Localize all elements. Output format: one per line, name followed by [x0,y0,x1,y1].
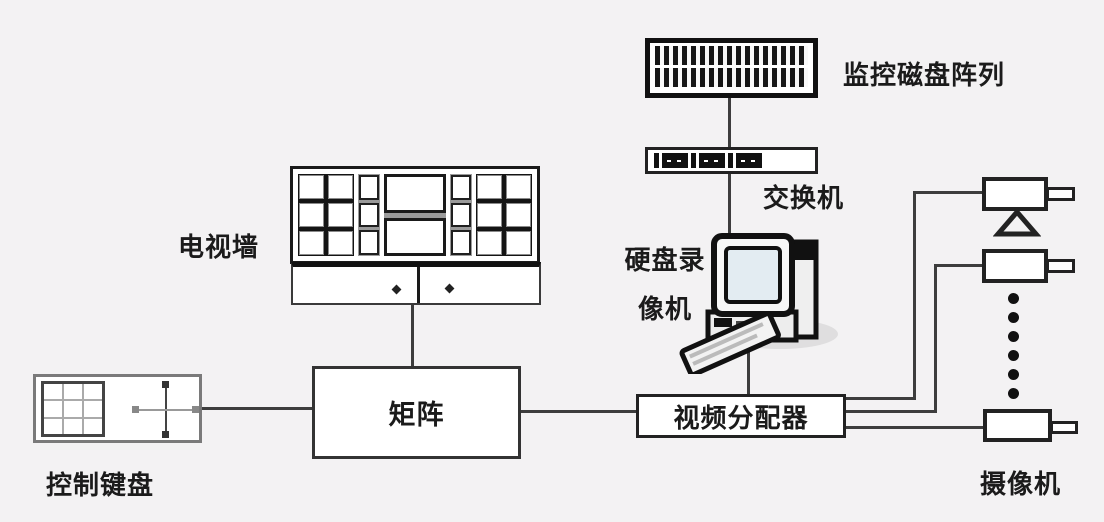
dvr-computer-icon [679,233,838,374]
control-keyboard-label: 控制键盘 [46,470,155,500]
ellipsis-dot [1008,293,1019,304]
disk-array-slot-row [655,68,808,87]
tv-wall-label: 电视墙 [178,232,260,262]
switch-port-bar [654,153,659,168]
camera-3-body [983,409,1052,442]
keyboard-keypad [41,381,105,437]
cabinet-divider [417,267,420,303]
dvr-label-line1: 硬盘录 [624,245,706,275]
connector-keyboard-matrix [202,407,312,410]
dvr-label-line2: 像机 [637,294,692,324]
camera-label: 摄像机 [980,469,1062,499]
video-distributor-label: 视频分配器 [673,402,809,433]
camera-1-lens [1046,187,1075,201]
connector-switch-dvr [728,172,731,242]
camera-3-lens [1050,421,1078,434]
tv-wall-monitor-column [450,174,472,256]
switch-port-block [662,153,688,168]
connector-matrix-distributor [521,410,636,413]
cabinet-handle [444,283,455,294]
connector-distributor-cam1-v [913,191,916,400]
switch-port-block [699,153,725,168]
disk-array-label: 监控磁盘阵列 [843,60,1006,90]
ellipsis-dot [1008,369,1019,380]
camera-2-body [982,249,1048,283]
camera-2-lens [1046,259,1075,273]
joystick-dot-top [162,381,169,388]
connector-distributor-cam2-v [934,264,937,413]
tv-wall-monitor-grid [476,174,532,256]
connector-tvwall-matrix [411,305,414,367]
ellipsis-dot [1008,331,1019,342]
tv-wall-monitor-grid [298,174,354,256]
matrix-label: 矩阵 [388,400,445,430]
connector-dvr-distributor [747,348,750,396]
joystick-dot-left [132,406,139,413]
tv-wall-large-screens [384,174,446,256]
tv-wall-cabinet [291,262,541,305]
control-keyboard-icon [33,374,202,443]
matrix-node: 矩阵 [312,366,521,459]
camera-1-mount-icon [993,209,1041,237]
joystick-horizontal-axis [135,409,199,411]
connector-cam1-lead [913,191,982,194]
cabinet-handle [391,284,402,295]
ellipsis-dot [1008,388,1019,399]
connector-diskarray-switch [728,96,731,149]
video-distributor-node: 视频分配器 [636,394,846,438]
joystick-dot-bottom [162,431,169,438]
disk-array-icon [645,38,818,98]
dvr-label: 硬盘录 像机 [612,240,718,326]
switch-port-bar [691,153,696,168]
camera-1-body [982,177,1048,211]
ellipsis-dot [1008,312,1019,323]
disk-array-slot-row [655,46,808,65]
connector-distributor-cam2-h [844,410,937,413]
tv-wall-monitor-column [358,174,380,256]
ellipsis-dot [1008,350,1019,361]
tv-wall-icon [290,166,540,264]
connector-distributor-cam3 [844,426,983,429]
switch-port-block [736,153,762,168]
switch-port-bar [728,153,733,168]
connector-distributor-cam1-h [844,397,916,400]
connector-cam2-lead [934,264,982,267]
joystick-dot-right [192,406,199,413]
switch-icon [645,147,818,174]
switch-label: 交换机 [763,183,845,213]
